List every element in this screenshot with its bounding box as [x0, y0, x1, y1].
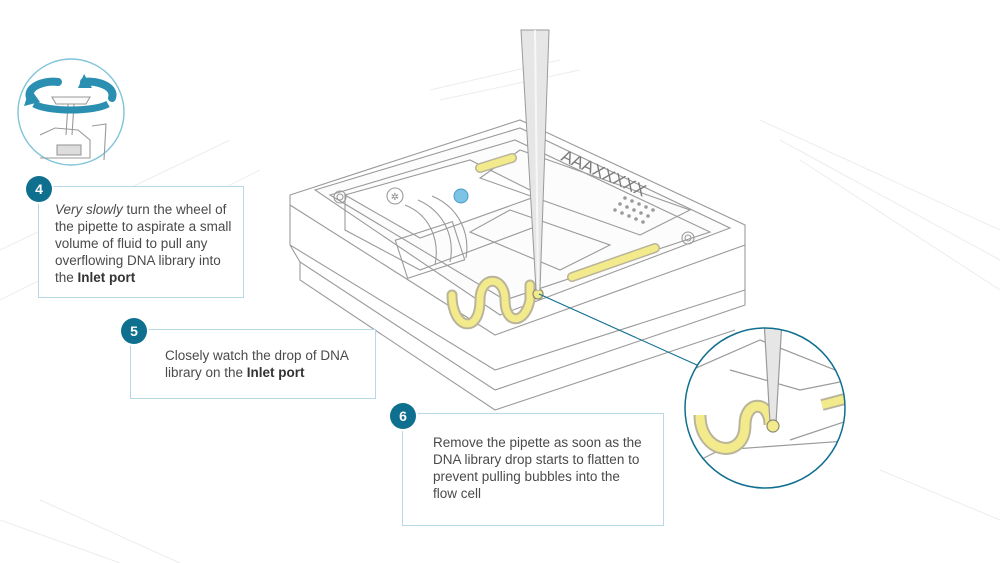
- step-5-box: Closely watch the drop of DNA library on…: [130, 329, 376, 399]
- step-4-text-bold: Inlet port: [77, 270, 136, 285]
- step-4-box: Very slowly turn the wheel of the pipett…: [38, 186, 244, 298]
- step-6-text: Remove the pipette as soon as the DNA li…: [433, 435, 642, 501]
- step-4-text: turn the wheel of the pipette to aspirat…: [55, 202, 232, 285]
- step-6-box: Remove the pipette as soon as the DNA li…: [402, 413, 664, 526]
- step-4-text-emphasis: Very slowly: [55, 202, 123, 217]
- step-4-badge: 4: [26, 176, 52, 202]
- pipette-tip-icon: [520, 29, 550, 291]
- step-5-text: Closely watch the drop of DNA library on…: [165, 348, 349, 380]
- rotate-wheel-icon: [17, 58, 125, 166]
- step-5-text-bold: Inlet port: [246, 365, 305, 380]
- fluid-channels: [446, 153, 660, 330]
- flowcell-body: ✲: [289, 119, 746, 411]
- sample-drop: [453, 188, 469, 204]
- zoom-leader-line: [538, 293, 709, 371]
- zoom-circle-icon: [684, 327, 846, 489]
- step-6-badge: 6: [390, 403, 416, 429]
- step-5-badge: 5: [121, 318, 147, 344]
- svg-text:✲: ✲: [391, 192, 399, 203]
